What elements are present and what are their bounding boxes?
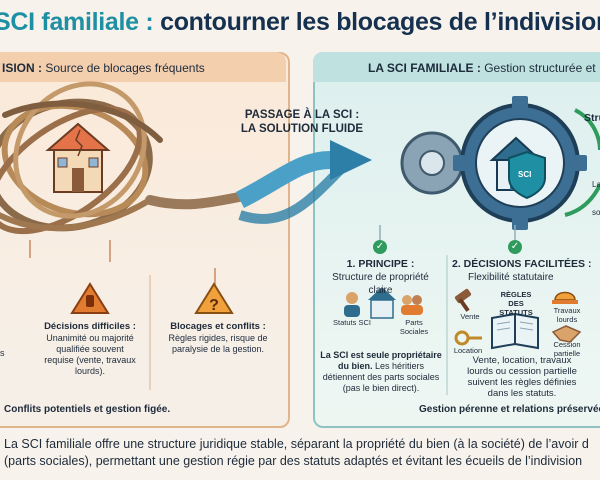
- parts-people-icon: [401, 295, 423, 315]
- statuts-person-icon: [344, 292, 360, 317]
- left-panel: [0, 52, 290, 428]
- regles-statuts-label: RÈGLES DES STATUTS: [494, 290, 538, 317]
- decisions-text-line: dans les statuts.: [487, 388, 557, 399]
- transition-arrow-icon: [235, 140, 372, 224]
- principe-text-rest: Les héritiers: [374, 361, 425, 371]
- regles-statuts-line: RÈGLES DES: [500, 290, 532, 308]
- principe-title-line: 1. PRINCIPE :: [346, 258, 415, 270]
- gears-icon: [400, 96, 587, 230]
- blocages-conflits-title: Blocages et conflits :: [170, 321, 266, 332]
- shield-icon: [508, 150, 546, 200]
- right-heading-rest: Gestion structurée et: [480, 61, 596, 75]
- right-side-small-2: so: [592, 208, 600, 217]
- decisions-text-line: suivent les règles définies: [467, 377, 577, 388]
- sci-badge: SCI: [518, 170, 532, 179]
- transition-label-line1: PASSAGE À LA SCI :: [244, 109, 360, 121]
- left-heading-rest: Source de blocages fréquents: [42, 61, 205, 75]
- summary-line: La SCI familiale offre une structure jur…: [4, 437, 589, 451]
- blocages-conflits-line: paralysie de la gestion.: [171, 344, 265, 354]
- decisions-difficiles-line: lourds).: [74, 366, 105, 376]
- right-heading-bold: LA SCI FAMILIALE :: [368, 61, 481, 75]
- check-icon-2: ✓: [508, 240, 522, 254]
- left-cut-item: s: [0, 348, 5, 358]
- principe-title-line: Structure de propriété: [332, 272, 429, 283]
- page-title: SCI familiale : contourner les blocages …: [0, 8, 600, 37]
- decisions-text: Vente, location, travaux lourds ou cessi…: [456, 355, 588, 399]
- handshake-icon: [551, 325, 582, 343]
- principe-text-bold: du bien.: [337, 361, 373, 371]
- blocages-conflits-block: Blocages et conflits : Règles rigides, r…: [158, 320, 278, 355]
- small-house-icon: [368, 287, 396, 319]
- parts-sociales-label: Parts Sociales: [396, 318, 432, 336]
- right-side-title: Stru: [584, 112, 600, 124]
- decisions-title-line: Flexibilité statutaire: [468, 272, 554, 283]
- cession-partielle-line: Cession: [553, 340, 581, 349]
- blocages-conflits-line: Règles rigides, risque de: [168, 333, 268, 343]
- vente-label: Vente: [460, 312, 480, 321]
- location-label: Location: [453, 346, 483, 355]
- decisions-difficiles-block: Décisions difficiles : Unanimité ou majo…: [30, 320, 150, 377]
- regles-statuts-line: STATUTS: [499, 308, 533, 317]
- question-warning-icon: ?: [194, 282, 234, 314]
- travaux-lourds-label: Travaux lourds: [551, 306, 583, 324]
- check-icon: ✓: [373, 240, 387, 254]
- decisions-difficiles-line: requise (vente, travaux: [44, 355, 136, 365]
- transition-label-line2: LA SOLUTION FLUIDE: [240, 123, 364, 135]
- principe-title-line: claire: [368, 285, 393, 296]
- decisions-difficiles-title: Décisions difficiles :: [44, 321, 136, 332]
- parts-sociales-line: Sociales: [399, 327, 429, 336]
- left-panel-heading: ISION : Source de blocages fréquents: [2, 61, 205, 75]
- key-icon: [454, 330, 482, 346]
- principe-text-line: détiennent des parts sociales: [322, 372, 440, 382]
- decisions-text-line: Vente, location, travaux: [472, 355, 572, 366]
- right-footer: Gestion pérenne et relations préservée: [419, 404, 600, 415]
- principe-text-line: du bien. Les héritiers: [316, 361, 446, 372]
- stop-hand-warning-icon: [70, 282, 110, 314]
- principe-text-line: (pas le bien direct).: [342, 383, 420, 393]
- title-rest: contourner les blocages de l’indivision: [153, 8, 600, 36]
- summary-line: (parts sociales), permettant une gestion…: [4, 454, 583, 468]
- summary-text: La SCI familiale offre une structure jur…: [4, 436, 600, 470]
- decisions-header: 2. DÉCISIONS FACILITÉES : Flexibilité st…: [452, 258, 600, 284]
- transition-label: PASSAGE À LA SCI : LA SOLUTION FLUIDE: [232, 108, 372, 136]
- hard-hat-icon: [552, 291, 578, 304]
- statuts-sci-label: Statuts SCI: [333, 318, 371, 327]
- decisions-difficiles-line: Unanimité ou majorité: [46, 333, 134, 343]
- travaux-lourds-line: Travaux: [553, 306, 581, 315]
- right-connector-lines: [379, 225, 516, 240]
- decisions-title-line: 2. DÉCISIONS FACILITÉES :: [452, 258, 592, 270]
- cession-partielle-label: Cession partielle: [550, 340, 584, 358]
- right-panel-header: [313, 52, 600, 82]
- parts-sociales-line: Parts: [405, 318, 423, 327]
- cession-partielle-line: partielle: [553, 349, 581, 358]
- cracked-house-icon: [45, 122, 111, 193]
- left-footer: Conflits potentiels et gestion figée.: [4, 404, 171, 415]
- title-highlight: SCI familiale :: [0, 8, 154, 36]
- cycle-arrow-icon-2: [564, 184, 600, 217]
- principe-header: 1. PRINCIPE : Structure de propriété cla…: [318, 258, 443, 297]
- right-panel-heading: LA SCI FAMILIALE : Gestion structurée et: [368, 61, 596, 75]
- gavel-icon: [454, 288, 472, 312]
- left-panel-header: [0, 52, 286, 82]
- left-heading-bold: ISION :: [2, 61, 43, 75]
- principe-text-bold: La SCI est seule propriétaire: [320, 350, 442, 360]
- principe-text: La SCI est seule propriétaire du bien. L…: [316, 350, 446, 394]
- decisions-difficiles-line: qualifiée souvent: [56, 344, 124, 354]
- statutes-book-icon: [491, 312, 539, 350]
- tangled-ropes-icon: [0, 81, 163, 235]
- left-connector-lines: [29, 240, 216, 290]
- right-side-small-1: La: [592, 180, 600, 189]
- decisions-text-line: lourds ou cession partielle: [467, 366, 577, 377]
- travaux-lourds-line: lourds: [556, 315, 578, 324]
- svg-text:?: ?: [209, 297, 219, 314]
- rope-strand-icon: [145, 190, 255, 210]
